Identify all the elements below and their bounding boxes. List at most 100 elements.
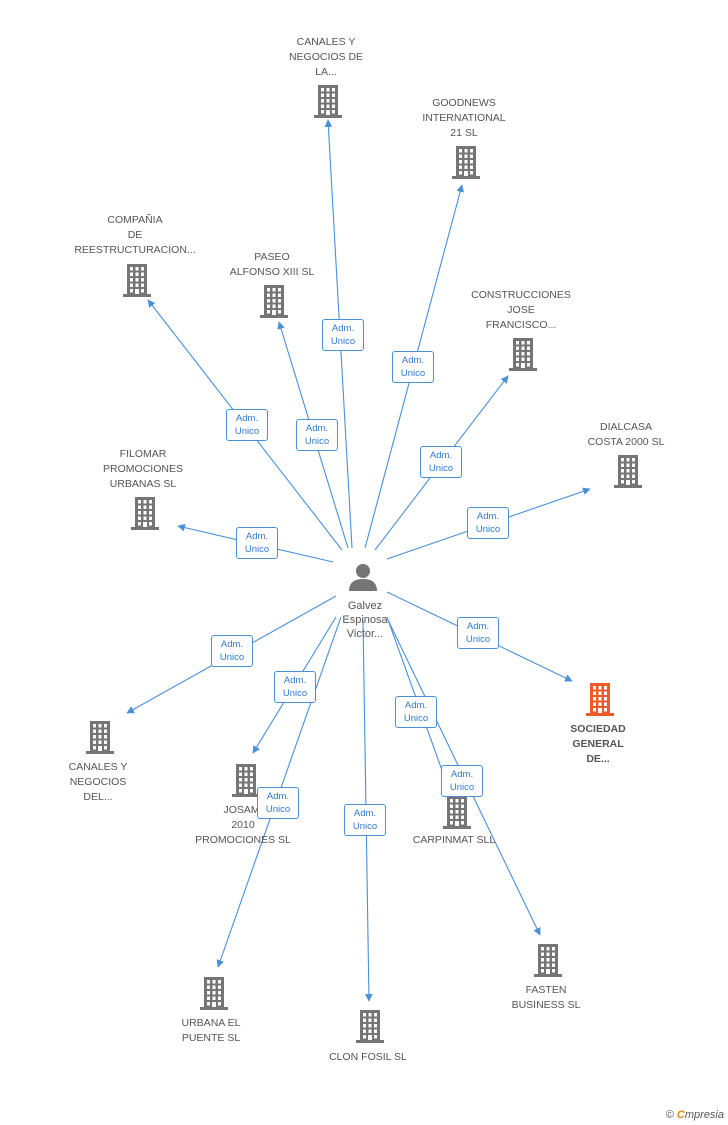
- edge-label-line: Adm.: [450, 769, 474, 780]
- edge-label-line: Adm.: [245, 531, 269, 542]
- building-icon[interactable]: [507, 336, 539, 377]
- company-label-canales-negocios-la-line: NEGOCIOS DE: [288, 51, 364, 63]
- company-label-construcciones-line: JOSE: [507, 304, 535, 316]
- company-label-filomar-line: FILOMAR: [119, 448, 167, 460]
- person-icon[interactable]: [348, 562, 378, 597]
- company-label-compania-line: REESTRUCTURACION...: [74, 244, 196, 256]
- edge-label-line: Unico: [330, 336, 356, 347]
- edge-label-canales-negocios-del: Adm. Unico: [211, 635, 253, 667]
- edge-label-canales-negocios-la: Adm. Unico: [322, 319, 364, 351]
- building-icon[interactable]: [258, 283, 290, 324]
- company-label-sociedad-line: DE...: [586, 753, 610, 765]
- company-label-fasten: FASTEN BUSINESS SL: [476, 983, 616, 1013]
- company-label-paseo-line: ALFONSO XIII SL: [229, 266, 315, 278]
- edge-label-paseo: Adm.Unico: [296, 419, 338, 451]
- company-label-dialcasa-line: DIALCASA: [600, 421, 652, 433]
- company-label-canales-negocios-la-line: CANALES Y: [296, 36, 356, 48]
- edge-label-line: Unico: [282, 688, 308, 699]
- edge-label-line: Adm.: [404, 700, 428, 711]
- building-icon[interactable]: [441, 794, 473, 835]
- company-label-goodnews-line: 21 SL: [450, 127, 478, 139]
- brand-initial: C: [676, 1109, 685, 1121]
- edge-label-compania: Adm. Unico: [226, 409, 268, 441]
- building-icon[interactable]: [450, 144, 482, 185]
- company-label-construcciones-line: FRANCISCO...: [485, 319, 557, 331]
- edge-label-line: Unico: [244, 544, 270, 555]
- edge-label-line: Adm.: [353, 808, 377, 819]
- edge-label-line: Unico: [465, 634, 491, 645]
- edge-label-line: Adm.: [466, 621, 490, 632]
- company-label-canales-negocios-la-line: LA...: [315, 66, 337, 78]
- edge-label-line: Adm.: [401, 355, 425, 366]
- edge-label-line: Unico: [403, 713, 429, 724]
- company-label-canales-negocios-la: CANALES Y NEGOCIOS DE LA...: [256, 35, 396, 80]
- edge-label-line: Unico: [449, 782, 475, 793]
- edge-label-line: Adm.: [283, 675, 307, 686]
- edge-label-clon: Adm. Unico: [344, 804, 386, 836]
- edge-label-line: Unico: [352, 821, 378, 832]
- edge-label-construcciones: Adm. Unico: [420, 446, 462, 478]
- center-person-label-line: Espinosa: [342, 614, 388, 626]
- center-person-label-line: Victor...: [346, 628, 384, 640]
- building-icon[interactable]: [312, 83, 344, 124]
- edge-label-line: Unico: [219, 652, 245, 663]
- edge-label-sociedad: Adm. Unico: [457, 617, 499, 649]
- edge-label-line: Unico: [304, 436, 330, 447]
- building-icon[interactable]: [230, 762, 262, 803]
- company-label-dialcasa-line: COSTA 2000 SL: [587, 436, 665, 448]
- edge-label-dialcasa: Adm. Unico: [467, 507, 509, 539]
- company-label-sociedad-line: SOCIEDAD: [570, 723, 626, 735]
- company-label-josami-line: PROMOCIONES SL: [195, 834, 291, 846]
- edge-label-line: Adm.: [235, 413, 259, 424]
- edge-label-line: Unico: [428, 463, 454, 474]
- company-label-compania-line: COMPAÑIA: [107, 214, 163, 226]
- edge-label-fasten: Adm. Unico: [441, 765, 483, 797]
- company-label-josami-line: JOSAMI: [223, 804, 263, 816]
- building-icon[interactable]: [584, 681, 616, 722]
- edge-label-goodnews: Adm. Unico: [392, 351, 434, 383]
- company-label-clon: CLON FOSIL SL: [298, 1050, 438, 1065]
- edge-label-line: Adm.: [429, 450, 453, 461]
- edge-label-filomar: Adm. Unico: [236, 527, 278, 559]
- company-label-filomar-line: URBANAS SL: [109, 478, 177, 490]
- company-label-construcciones-line: CONSTRUCCIONES: [471, 289, 571, 301]
- company-label-goodnews-line: GOODNEWS: [432, 97, 496, 109]
- building-icon[interactable]: [84, 719, 116, 760]
- company-label-construcciones: CONSTRUCCIONES JOSE FRANCISCO...: [451, 288, 591, 333]
- building-icon[interactable]: [532, 942, 564, 983]
- building-icon[interactable]: [129, 495, 161, 536]
- building-icon[interactable]: [198, 975, 230, 1016]
- company-label-fasten-line: BUSINESS SL: [511, 999, 581, 1011]
- edge-label-line: Unico: [234, 426, 260, 437]
- edge-label-carpinmat: Adm. Unico: [395, 696, 437, 728]
- edge-label-line: Adm.: [266, 791, 290, 802]
- edge-label-line: Unico: [265, 804, 291, 815]
- company-label-carpinmat-line: CARPINMAT SLL: [412, 834, 496, 846]
- center-person-label-line: Galvez: [347, 600, 383, 612]
- company-label-clon-line: CLON FOSIL SL: [329, 1051, 407, 1063]
- edge-label-line: Adm.: [476, 511, 500, 522]
- company-label-canales-negocios-del-line: CANALES Y: [68, 761, 128, 773]
- building-icon[interactable]: [612, 453, 644, 494]
- edge-label-line: Unico: [475, 524, 501, 535]
- company-label-goodnews-line: INTERNATIONAL: [422, 112, 506, 124]
- company-label-urbana-line: URBANA EL: [181, 1017, 241, 1029]
- edge-label-josami: Adm. Unico: [274, 671, 316, 703]
- building-icon[interactable]: [354, 1008, 386, 1049]
- company-label-canales-negocios-del-line: DEL...: [83, 791, 113, 803]
- edge-label-line: Unico: [400, 368, 426, 379]
- edge-label-line: Adm.: [220, 639, 244, 650]
- company-label-fasten-line: FASTEN: [525, 984, 567, 996]
- copyright-symbol: ©: [665, 1109, 674, 1121]
- building-icon[interactable]: [121, 262, 153, 303]
- company-label-goodnews: GOODNEWS INTERNATIONAL 21 SL: [394, 96, 534, 141]
- edge-label-line: Adm.: [331, 323, 355, 334]
- company-label-josami-line: 2010: [231, 819, 255, 831]
